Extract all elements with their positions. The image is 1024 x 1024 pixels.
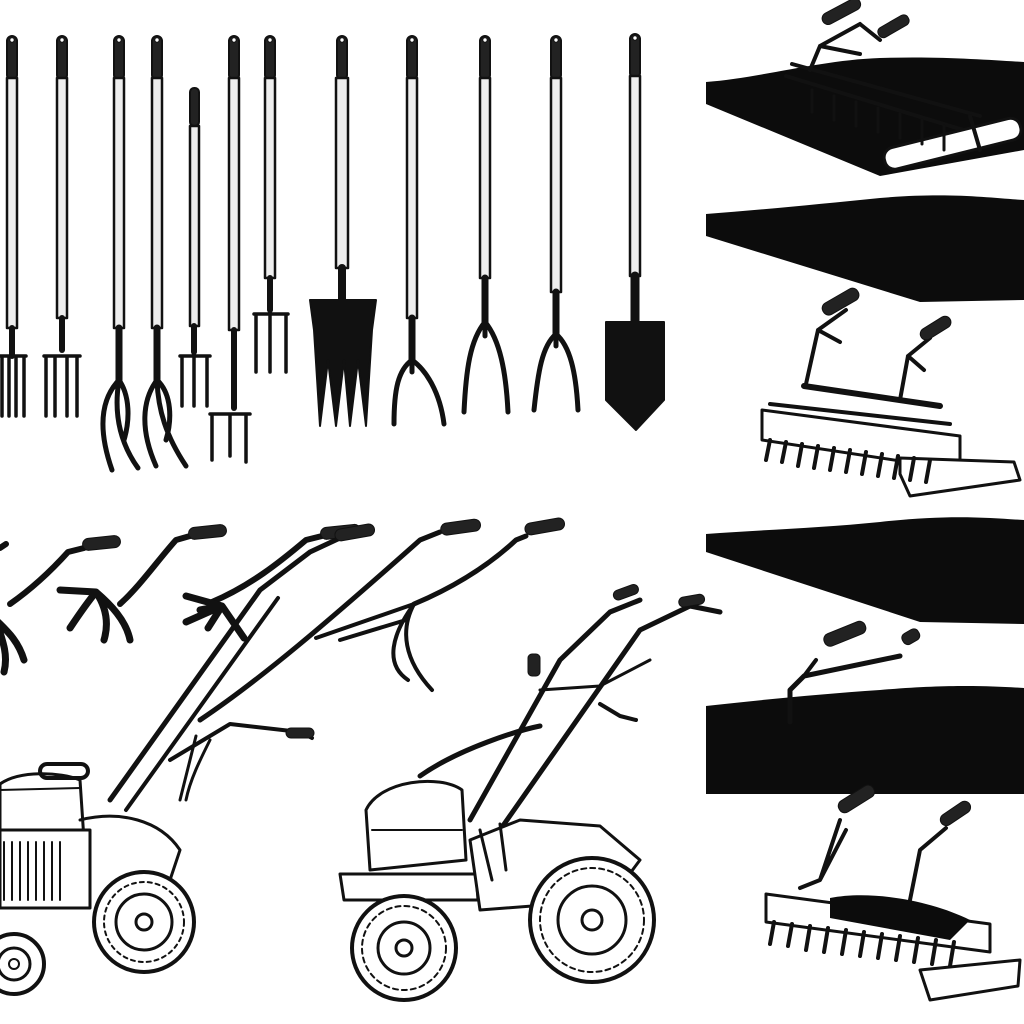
garden-fork-icon	[531, 35, 581, 413]
hand-aerator-icon	[787, 620, 921, 725]
weeding-fork-icon	[208, 35, 252, 464]
border-fork-icon	[178, 87, 212, 408]
soil-bed-4	[706, 686, 1024, 794]
potato-fork-icon	[461, 35, 511, 415]
tiller-right-icon	[338, 584, 723, 1002]
cultivator-hook-5-icon	[197, 518, 482, 723]
cultivator-hook-4-icon	[314, 517, 566, 692]
tiller-left-icon	[0, 523, 376, 996]
spading-fork-icon	[42, 35, 82, 418]
hand-tool-row	[0, 33, 665, 473]
roller-aerator-icon	[784, 0, 1023, 171]
pitch-fork-icon	[391, 35, 447, 427]
spade-icon	[605, 33, 665, 431]
soil-and-rakes-column	[706, 0, 1024, 1002]
soil-bed-2	[706, 195, 1024, 302]
cultivator-hook-2-icon	[56, 524, 227, 644]
spike-rake-aerator-icon	[760, 287, 1022, 498]
manure-fork-icon	[100, 35, 141, 473]
cultivator-fork-icon	[252, 35, 290, 374]
digging-fork-icon	[0, 35, 28, 418]
border-spade-icon	[309, 35, 377, 427]
lawn-scarifier-icon	[764, 784, 1022, 1002]
cultivator-hook-1-icon	[0, 535, 121, 676]
hay-fork-icon	[142, 35, 189, 469]
cultivator-row	[0, 517, 566, 723]
soil-bed-3	[706, 517, 1024, 624]
